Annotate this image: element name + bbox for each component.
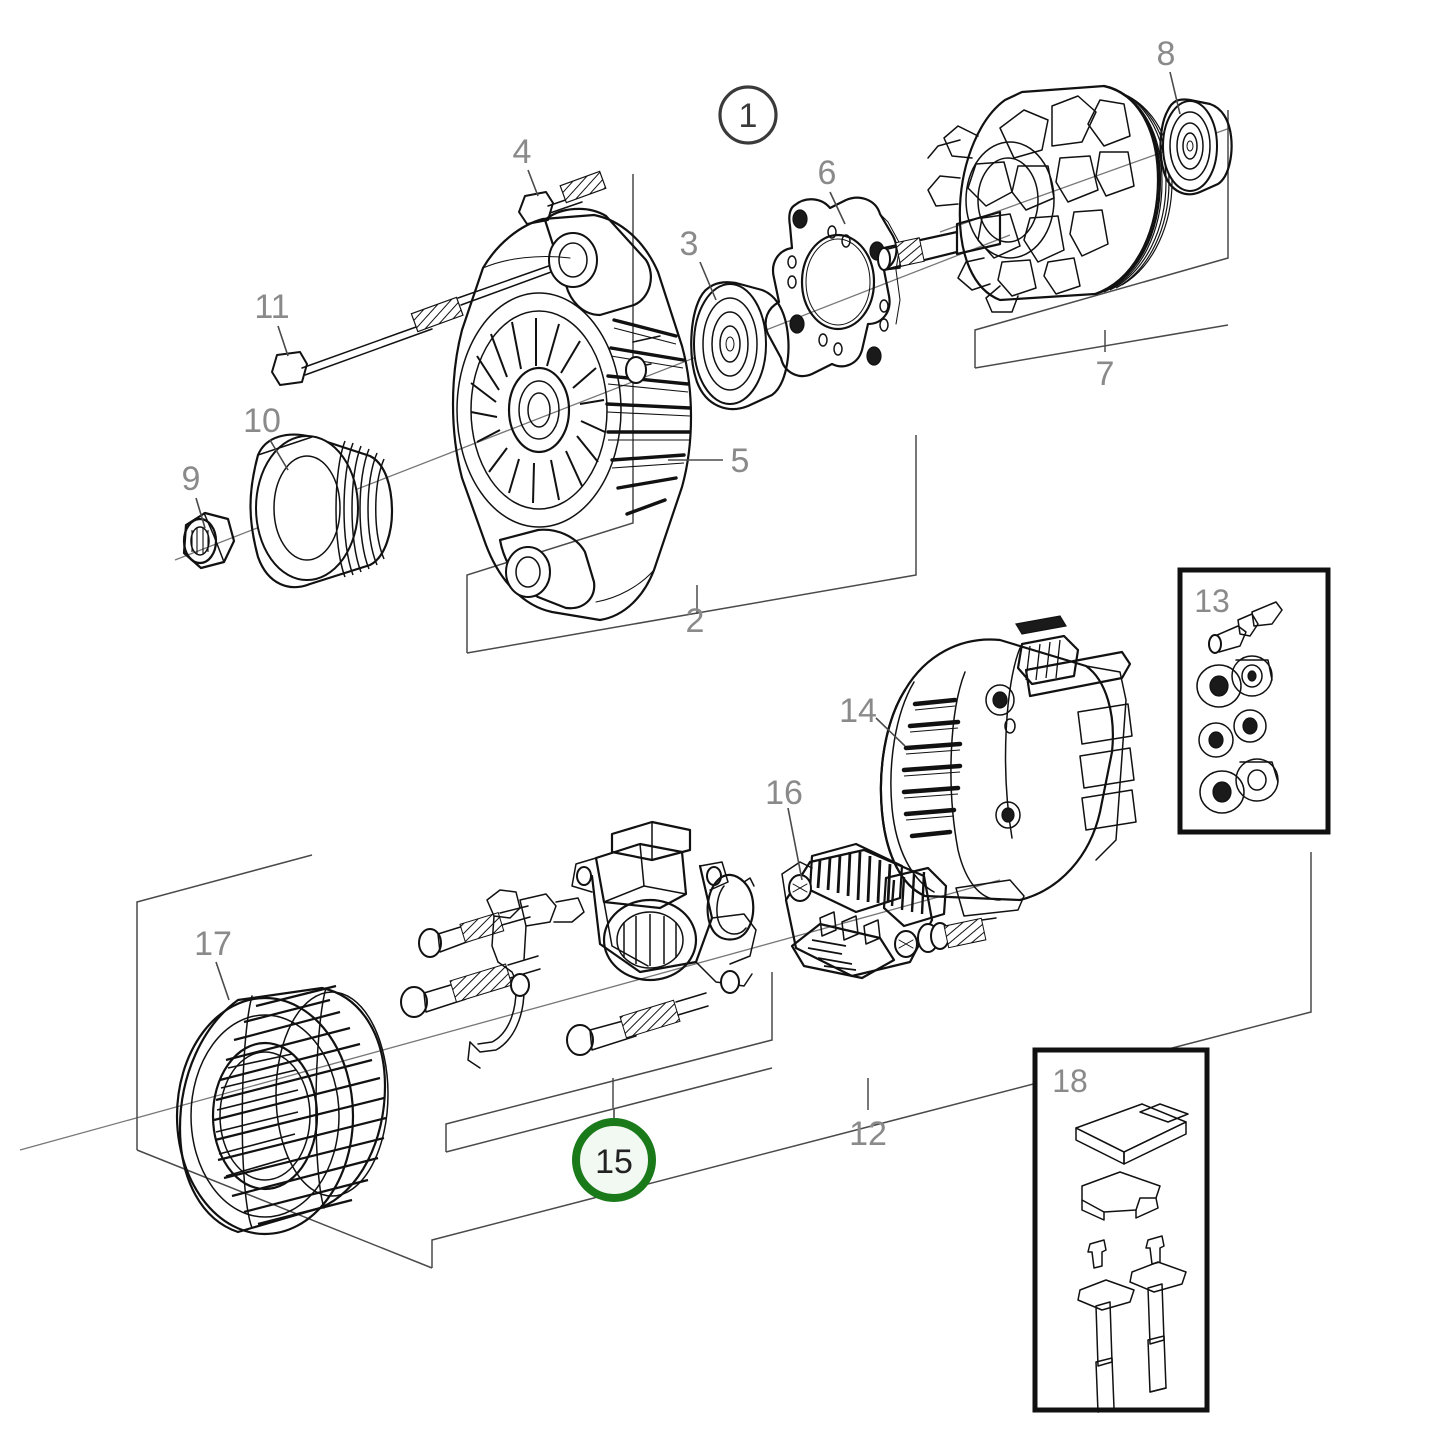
callout-9-label[interactable]: 9: [182, 460, 201, 498]
callout-8-label[interactable]: 8: [1157, 35, 1176, 73]
part-6-bearing-retainer: [764, 196, 901, 378]
part-15-regulator-group: [400, 820, 757, 1069]
carbon-brush-2: [1129, 1261, 1187, 1393]
leader-14: [875, 717, 906, 747]
callout-14-label[interactable]: 14: [839, 692, 877, 730]
callout-5-label[interactable]: 5: [731, 442, 750, 480]
callout-12-label[interactable]: 12: [849, 1115, 887, 1153]
callout-15-label: 15: [595, 1143, 633, 1181]
callout-11-label[interactable]: 11: [254, 288, 289, 326]
leader-8: [1169, 71, 1181, 115]
callout-numbers: 1 2 3 4 5 6 7 8 9 10 11 12 13 14 16 17 1…: [182, 35, 1230, 1202]
leader-lines: [195, 71, 1181, 1135]
leader-9: [195, 497, 206, 529]
leader-3: [699, 261, 717, 301]
callout-15[interactable]: 15: [572, 1118, 656, 1202]
leader-11: [277, 325, 289, 357]
screw-c: [566, 992, 709, 1056]
leader-10: [269, 439, 289, 471]
part-4-short-bolt: [518, 170, 607, 225]
part-7-rotor-assembly: [877, 84, 1173, 313]
callout-2-label[interactable]: 2: [686, 602, 705, 640]
bracket-group-12: [136, 854, 313, 1150]
part-17-stator: [175, 984, 389, 1236]
callout-6-label[interactable]: 6: [818, 154, 837, 192]
leader-4: [527, 169, 539, 197]
part-9-pulley-nut: [182, 511, 236, 570]
callout-18-label[interactable]: 18: [1052, 1063, 1088, 1099]
callout-17-label[interactable]: 17: [194, 925, 232, 963]
screw-b: [400, 955, 541, 1018]
part-16-rectifier-bridge: [781, 842, 997, 980]
screw-a: [418, 905, 531, 958]
bracket-group-15: [445, 972, 773, 1152]
inset-box-18: [1032, 1047, 1210, 1413]
bracket-group-2: [466, 174, 634, 653]
callout-1-label: 1: [739, 97, 758, 135]
part-10-drive-pulley: [249, 433, 394, 589]
callout-3-label[interactable]: 3: [680, 225, 699, 263]
carbon-brush-1: [1077, 1279, 1135, 1413]
brush-lead-clip: [467, 889, 585, 1069]
leader-6: [829, 191, 846, 225]
inset-box-13: [1177, 567, 1331, 835]
part-11-long-bolt: [271, 261, 563, 386]
snap-ring: [706, 873, 755, 941]
callout-16-label[interactable]: 16: [765, 774, 803, 812]
callout-7-label[interactable]: 7: [1096, 355, 1115, 393]
bracket-group-7: [974, 110, 1229, 368]
part-8-rear-bearing: [1159, 98, 1233, 196]
callout-10-label[interactable]: 10: [243, 402, 281, 440]
callout-1[interactable]: 1: [718, 85, 778, 145]
callout-13-label[interactable]: 13: [1194, 583, 1230, 619]
leader-16: [787, 807, 803, 881]
part-5-front-housing: [451, 207, 693, 622]
part-14-rear-housing: [879, 615, 1137, 917]
voltage-regulator-body: [571, 820, 757, 994]
leader-17: [215, 961, 230, 1001]
part-3-front-bearing: [690, 281, 790, 411]
callout-4-label[interactable]: 4: [513, 133, 532, 171]
